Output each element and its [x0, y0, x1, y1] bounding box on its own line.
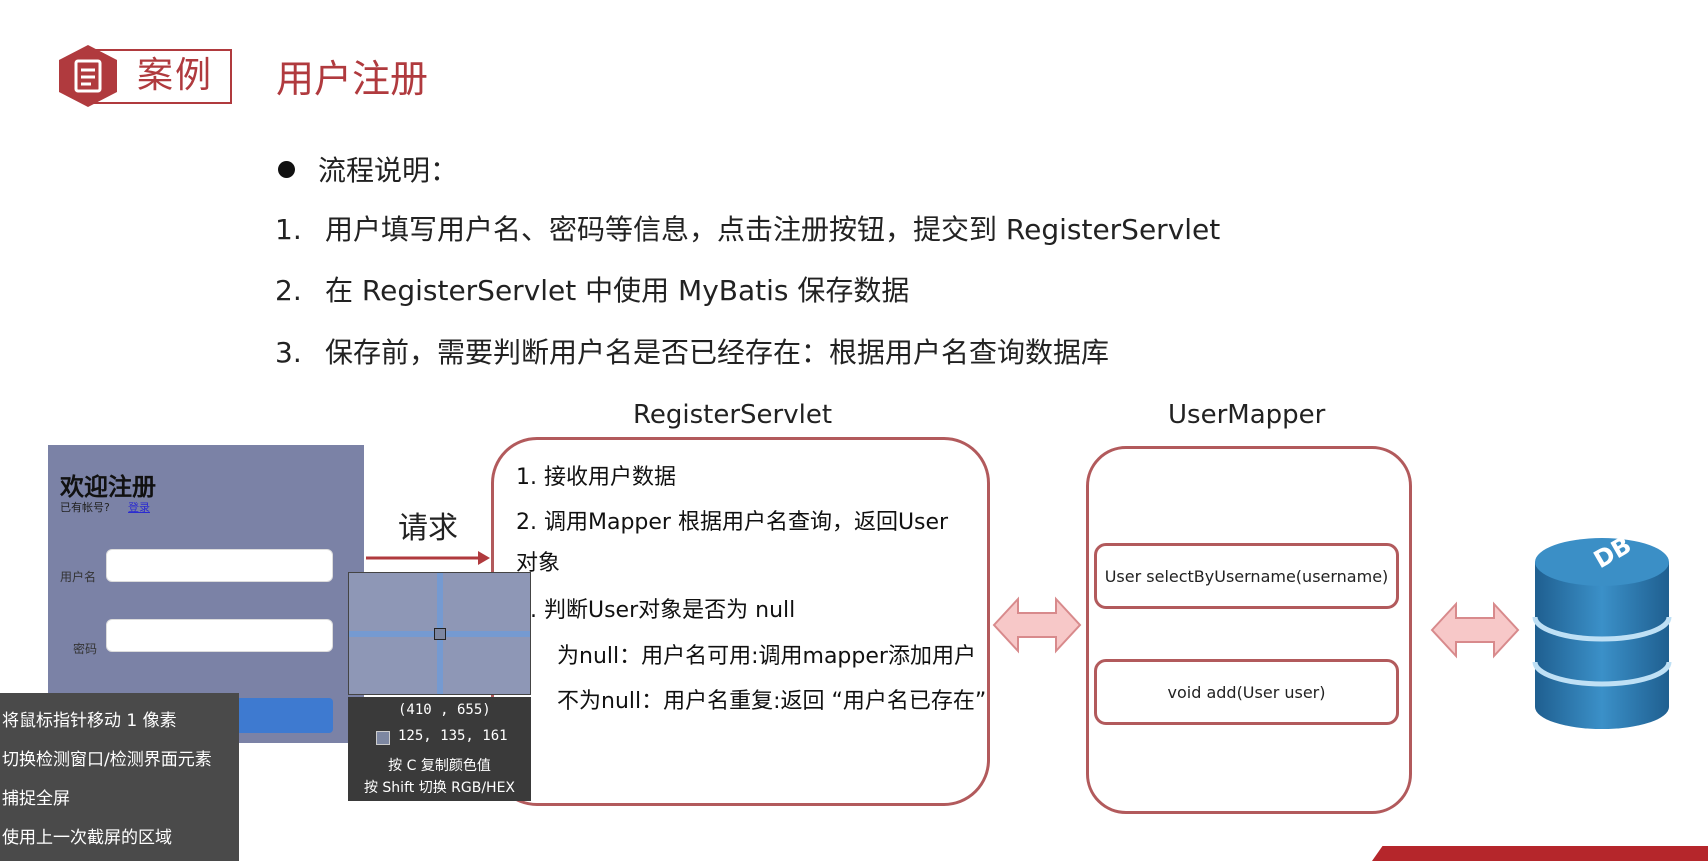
has-account-text: 已有帐号? [60, 499, 110, 515]
step-text: 保存前，需要判断用户名是否已经存在：根据用户名查询数据库 [325, 336, 1109, 369]
step-number: 1. [275, 212, 325, 248]
step-2: 2.在 RegisterServlet 中使用 MyBatis 保存数据 [275, 273, 909, 309]
color-swatch [376, 731, 390, 745]
badge-label: 案例 [137, 54, 213, 98]
double-arrow-icon [1430, 600, 1520, 660]
document-icon [56, 43, 120, 109]
menu-item-capture-fullscreen[interactable]: 捕捉全屏 [2, 788, 70, 810]
step-number: 2. [275, 273, 325, 309]
color-picker-info: (410 , 655) 125, 135, 161 按 C 复制颜色值 按 Sh… [348, 697, 531, 801]
servlet-title: RegisterServlet [633, 399, 832, 431]
step-number: 3. [275, 335, 325, 371]
footer-banner [1372, 846, 1708, 861]
process-heading: 流程说明： [318, 153, 458, 189]
mapper-box [1086, 446, 1412, 814]
color-picker-magnifier [348, 572, 531, 695]
servlet-step: 不为null：用户名重复:返回 “用户名已存在” [557, 687, 986, 717]
method-select-by-username: User selectByUsername(username) [1094, 543, 1399, 609]
menu-item-last-region[interactable]: 使用上一次截屏的区域 [2, 827, 172, 849]
step-text: 在 RegisterServlet 中使用 MyBatis 保存数据 [325, 274, 909, 307]
request-arrow [366, 548, 492, 568]
request-label: 请求 [398, 503, 458, 547]
step-1: 1.用户填写用户名、密码等信息，点击注册按钮，提交到 RegisterServl… [275, 212, 1220, 248]
step-text: 用户填写用户名、密码等信息，点击注册按钮，提交到 RegisterServlet [325, 213, 1220, 246]
page-title: 用户注册 [276, 56, 428, 102]
method-add-user: void add(User user) [1094, 659, 1399, 725]
copy-hint: 按 C 复制颜色值 [348, 755, 531, 775]
menu-item-toggle-detect[interactable]: 切换检测窗口/检测界面元素 [2, 749, 212, 771]
cursor-coordinates: (410 , 655) [398, 702, 491, 718]
database-icon: DB [1530, 532, 1675, 732]
servlet-step: 1. 接收用户数据 [516, 463, 676, 493]
menu-item-move-pixel[interactable]: 将鼠标指针移动 1 像素 [2, 710, 177, 732]
login-link[interactable]: 登录 [128, 499, 150, 515]
rgb-value: 125, 135, 161 [398, 728, 508, 744]
servlet-step: 为null：用户名可用:调用mapper添加用户 [557, 642, 976, 672]
step-3: 3.保存前，需要判断用户名是否已经存在：根据用户名查询数据库 [275, 335, 1109, 371]
center-pixel [434, 628, 446, 640]
password-label: 密码 [73, 640, 97, 657]
username-label: 用户名 [60, 568, 96, 585]
username-input[interactable] [106, 549, 333, 582]
bullet-dot [278, 161, 295, 178]
password-input[interactable] [106, 619, 333, 652]
register-title: 欢迎注册 [60, 467, 156, 502]
switch-format-hint: 按 Shift 切换 RGB/HEX [348, 777, 531, 797]
mapper-title: UserMapper [1168, 399, 1325, 431]
servlet-step: 3. 判断User对象是否为 null [516, 596, 795, 626]
screenshot-shortcut-menu: 将鼠标指针移动 1 像素 切换检测窗口/检测界面元素 捕捉全屏 使用上一次截屏的… [0, 693, 239, 861]
double-arrow-icon [992, 595, 1082, 655]
servlet-step: 2. 调用Mapper 根据用户名查询，返回User [516, 508, 948, 538]
